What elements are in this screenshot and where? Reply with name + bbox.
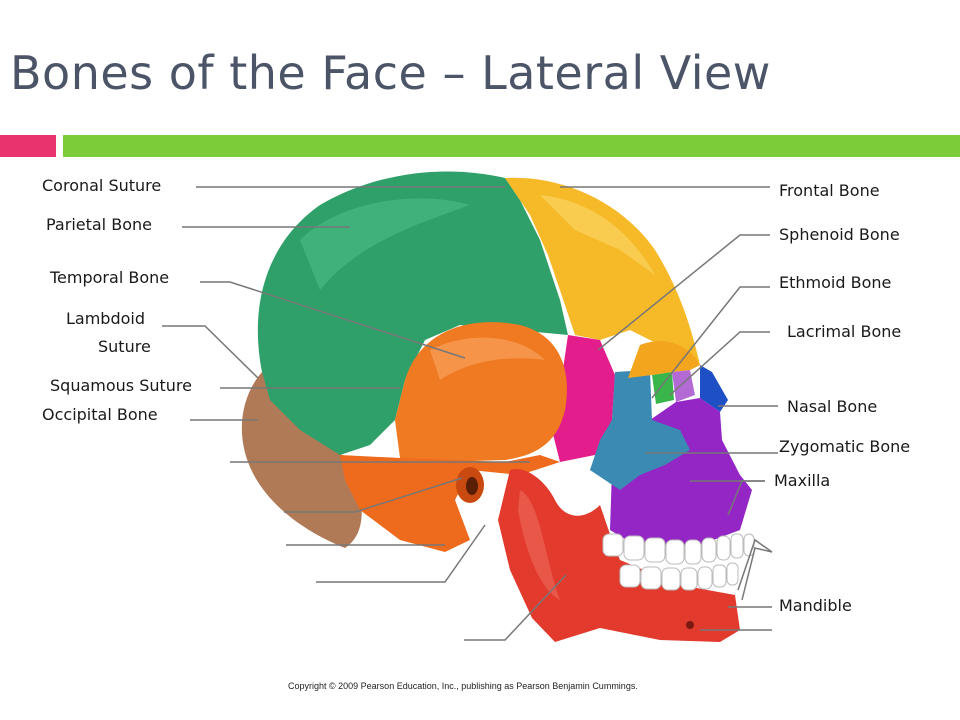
label-occipital-bone: Occipital Bone	[42, 405, 158, 424]
teeth	[602, 533, 755, 591]
label-sphenoid-bone: Sphenoid Bone	[779, 225, 900, 244]
label-parietal-bone: Parietal Bone	[46, 215, 152, 234]
label-mandible: Mandible	[779, 596, 852, 615]
occipital-bone	[241, 372, 362, 548]
copyright-notice: Copyright © 2009 Pearson Education, Inc.…	[288, 681, 638, 691]
label-squamous-suture: Squamous Suture	[50, 376, 192, 395]
label-coronal-suture: Coronal Suture	[42, 176, 162, 195]
maxilla-bone	[610, 398, 752, 548]
zygomatic-bone	[590, 370, 690, 490]
orbit	[628, 341, 700, 378]
label-lambdoid-suture-line2: Suture	[98, 337, 151, 356]
sphenoid-bone	[552, 335, 615, 462]
label-maxilla: Maxilla	[774, 471, 831, 490]
label-lambdoid-suture-line1: Lambdoid	[66, 309, 146, 328]
label-ethmoid-bone: Ethmoid Bone	[779, 273, 892, 292]
accent-bar-green	[63, 135, 960, 157]
frontal-bone	[505, 177, 700, 370]
slide-title: Bones of the Face – Lateral View	[10, 46, 771, 100]
accent-bar-pink	[0, 135, 56, 157]
label-zygomatic-bone: Zygomatic Bone	[779, 437, 911, 456]
label-temporal-bone: Temporal Bone	[50, 268, 170, 287]
ethmoid-bone	[652, 372, 674, 404]
label-nasal-bone: Nasal Bone	[787, 397, 878, 416]
nasal-bone	[700, 365, 728, 412]
label-lacrimal-bone: Lacrimal Bone	[787, 322, 902, 341]
label-frontal-bone: Frontal Bone	[779, 181, 880, 200]
